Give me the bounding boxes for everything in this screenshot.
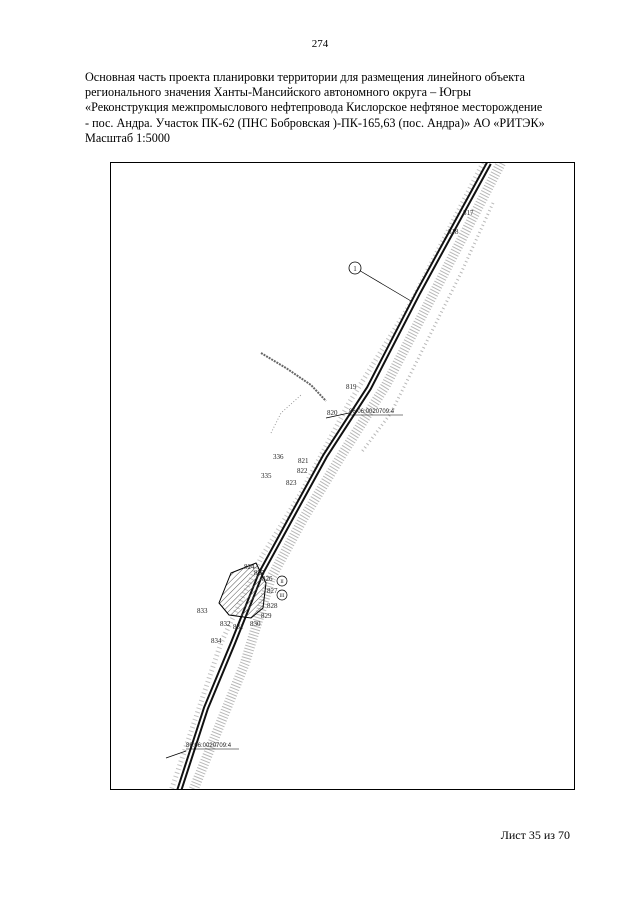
point-label: 822 (297, 467, 308, 475)
point-label: 827 (267, 587, 278, 595)
point-label: 335 (261, 472, 272, 480)
title-line: регионального значения Ханты-Мансийского… (85, 85, 472, 100)
title-line: - пос. Андра. Участок ПК-62 (ПНС Бобровс… (85, 115, 545, 130)
point-label: 829 (261, 612, 272, 620)
zone-marker-1: 1 (348, 261, 362, 275)
point-label: 833 (197, 607, 208, 615)
title-line: Основная часть проекта планировки террит… (85, 70, 525, 84)
point-label: 830 (250, 620, 261, 628)
point-label: 817 (463, 209, 474, 217)
right-dotted-strip (188, 163, 506, 789)
cadastral-label-top: 86:06:0020709:4 (349, 409, 395, 415)
sheet-footer: Лист 35 из 70 (500, 828, 570, 842)
point-label: 832 (220, 620, 231, 628)
point-label: 834 (211, 637, 222, 645)
leader-cadastral-top (325, 412, 350, 419)
point-label: 831 (233, 623, 244, 631)
svg-text:II: II (280, 580, 284, 585)
point-label: 818 (448, 228, 459, 236)
zone-marker-2: II (276, 575, 288, 587)
side-road (260, 352, 327, 402)
hatched-plot (218, 562, 267, 619)
pipeline-corridor (176, 163, 492, 789)
svg-text:III: III (280, 594, 285, 599)
point-label: 819 (346, 383, 357, 391)
point-label: 828 (267, 602, 278, 610)
point-label: 820 (327, 409, 338, 417)
point-label: 823 (286, 479, 297, 487)
leader-cadastral-bottom (165, 750, 187, 759)
leader-zone-1 (356, 268, 412, 302)
point-label: 825 (254, 569, 265, 577)
cadastral-label-bottom: 86:06:0020709:4 (186, 743, 232, 749)
document-title: Основная часть проекта планировки террит… (85, 70, 585, 146)
point-label: 336 (273, 453, 284, 461)
map-frame: 1 II III 86:06:0020709:4 86:06:0020709:4… (110, 162, 575, 790)
point-label: 821 (298, 457, 309, 465)
planning-map: 1 II III 86:06:0020709:4 86:06:0020709:4… (165, 163, 506, 789)
point-label: 824 (244, 563, 255, 571)
scale-line: Масштаб 1:5000 (85, 130, 171, 145)
far-right-dotted-strip (359, 202, 495, 454)
svg-text:1: 1 (353, 265, 357, 273)
pipeline-corridor-inner (178, 163, 490, 789)
title-line: «Реконструкция межпромыслового нефтепров… (85, 100, 543, 115)
zone-marker-3: III (276, 589, 288, 601)
side-track (270, 394, 302, 434)
point-label: 826 (262, 575, 273, 583)
page-number: 274 (311, 38, 329, 50)
